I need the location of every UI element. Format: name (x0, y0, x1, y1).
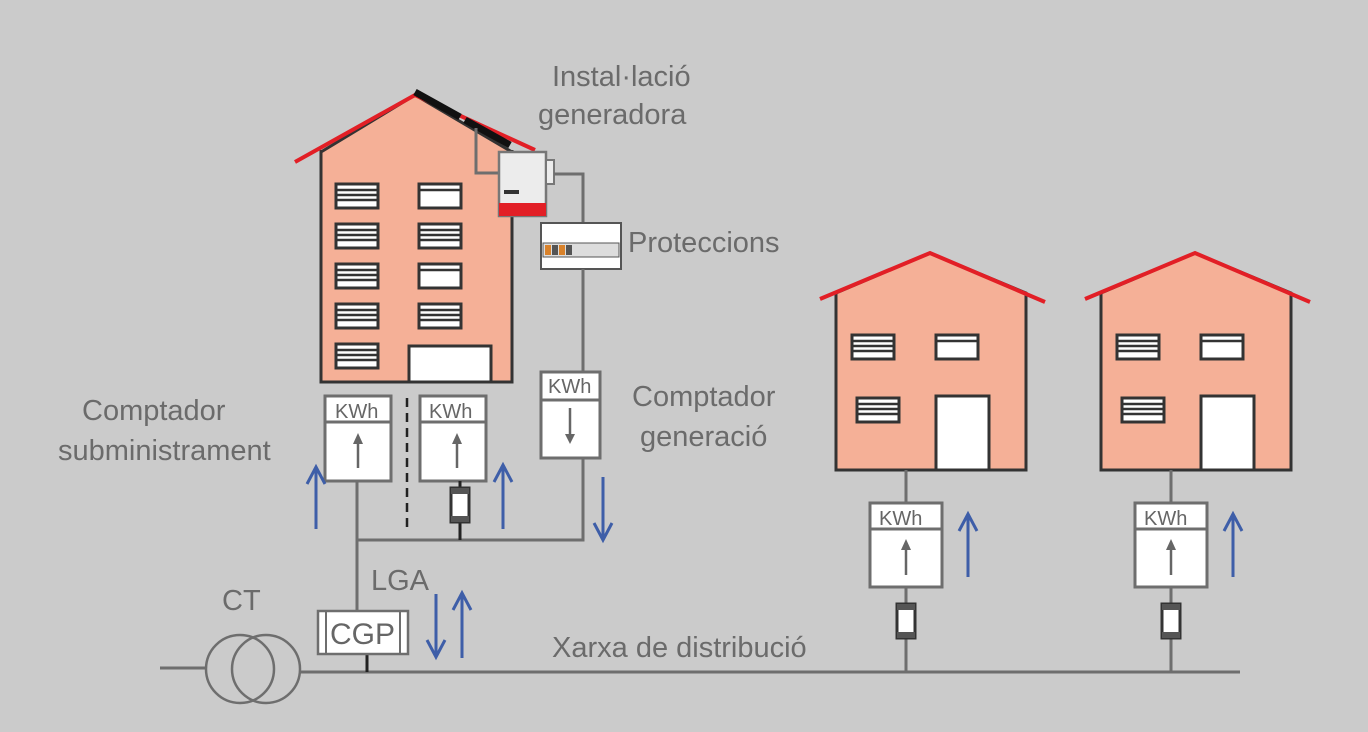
generation-meter-label-line1: Comptador (632, 381, 776, 413)
protections-label: Proteccions (628, 227, 780, 259)
house-1-meter-label: KWh (879, 508, 922, 530)
house-2-meter: KWh (1133, 501, 1209, 589)
solar-panel-icon (413, 88, 512, 149)
supply-meter-1: KWh (323, 394, 393, 483)
house-1 (819, 250, 1046, 472)
generator-label-line1: Instal·lació (552, 61, 691, 93)
lga-down-arrow-icon (425, 594, 447, 661)
supply-meter-label-line2: subministrament (58, 435, 271, 467)
house-2-flow-up-arrow-icon (1222, 510, 1244, 577)
supply-meter-label-line1: Comptador (82, 395, 226, 427)
generation-meter-label: KWh (548, 376, 591, 398)
protections-panel-icon (540, 222, 622, 270)
inverter-icon (497, 150, 555, 218)
supply-meter-2: KWh (418, 394, 488, 483)
fuse-icon (449, 486, 471, 524)
cgp-label: CGP (330, 618, 395, 651)
generation-meter: KWh (539, 370, 602, 460)
supply-flow-up-arrow-icon (305, 463, 327, 529)
network-label: Xarxa de distribució (552, 632, 807, 664)
lga-label: LGA (371, 565, 430, 597)
apartment-building (294, 88, 536, 384)
house-2-meter-label: KWh (1144, 508, 1187, 530)
house-2-fuse-icon (1160, 602, 1182, 640)
ct-label: CT (222, 585, 261, 617)
cgp-box: CGP (316, 609, 410, 656)
supply-meter-2-label: KWh (429, 401, 472, 423)
house-1-fuse-icon (895, 602, 917, 640)
transformer-icon (204, 633, 302, 705)
lga-up-arrow-icon (451, 589, 473, 658)
house-1-flow-up-arrow-icon (957, 510, 979, 577)
house-2 (1084, 250, 1311, 472)
supply-meter-1-label: KWh (335, 401, 378, 423)
generation-flow-down-arrow-icon (592, 477, 614, 544)
generator-label-line2: generadora (538, 99, 687, 131)
house-1-meter: KWh (868, 501, 944, 589)
supply-2-flow-up-arrow-icon (492, 461, 514, 529)
generation-meter-label-line2: generació (640, 421, 767, 453)
